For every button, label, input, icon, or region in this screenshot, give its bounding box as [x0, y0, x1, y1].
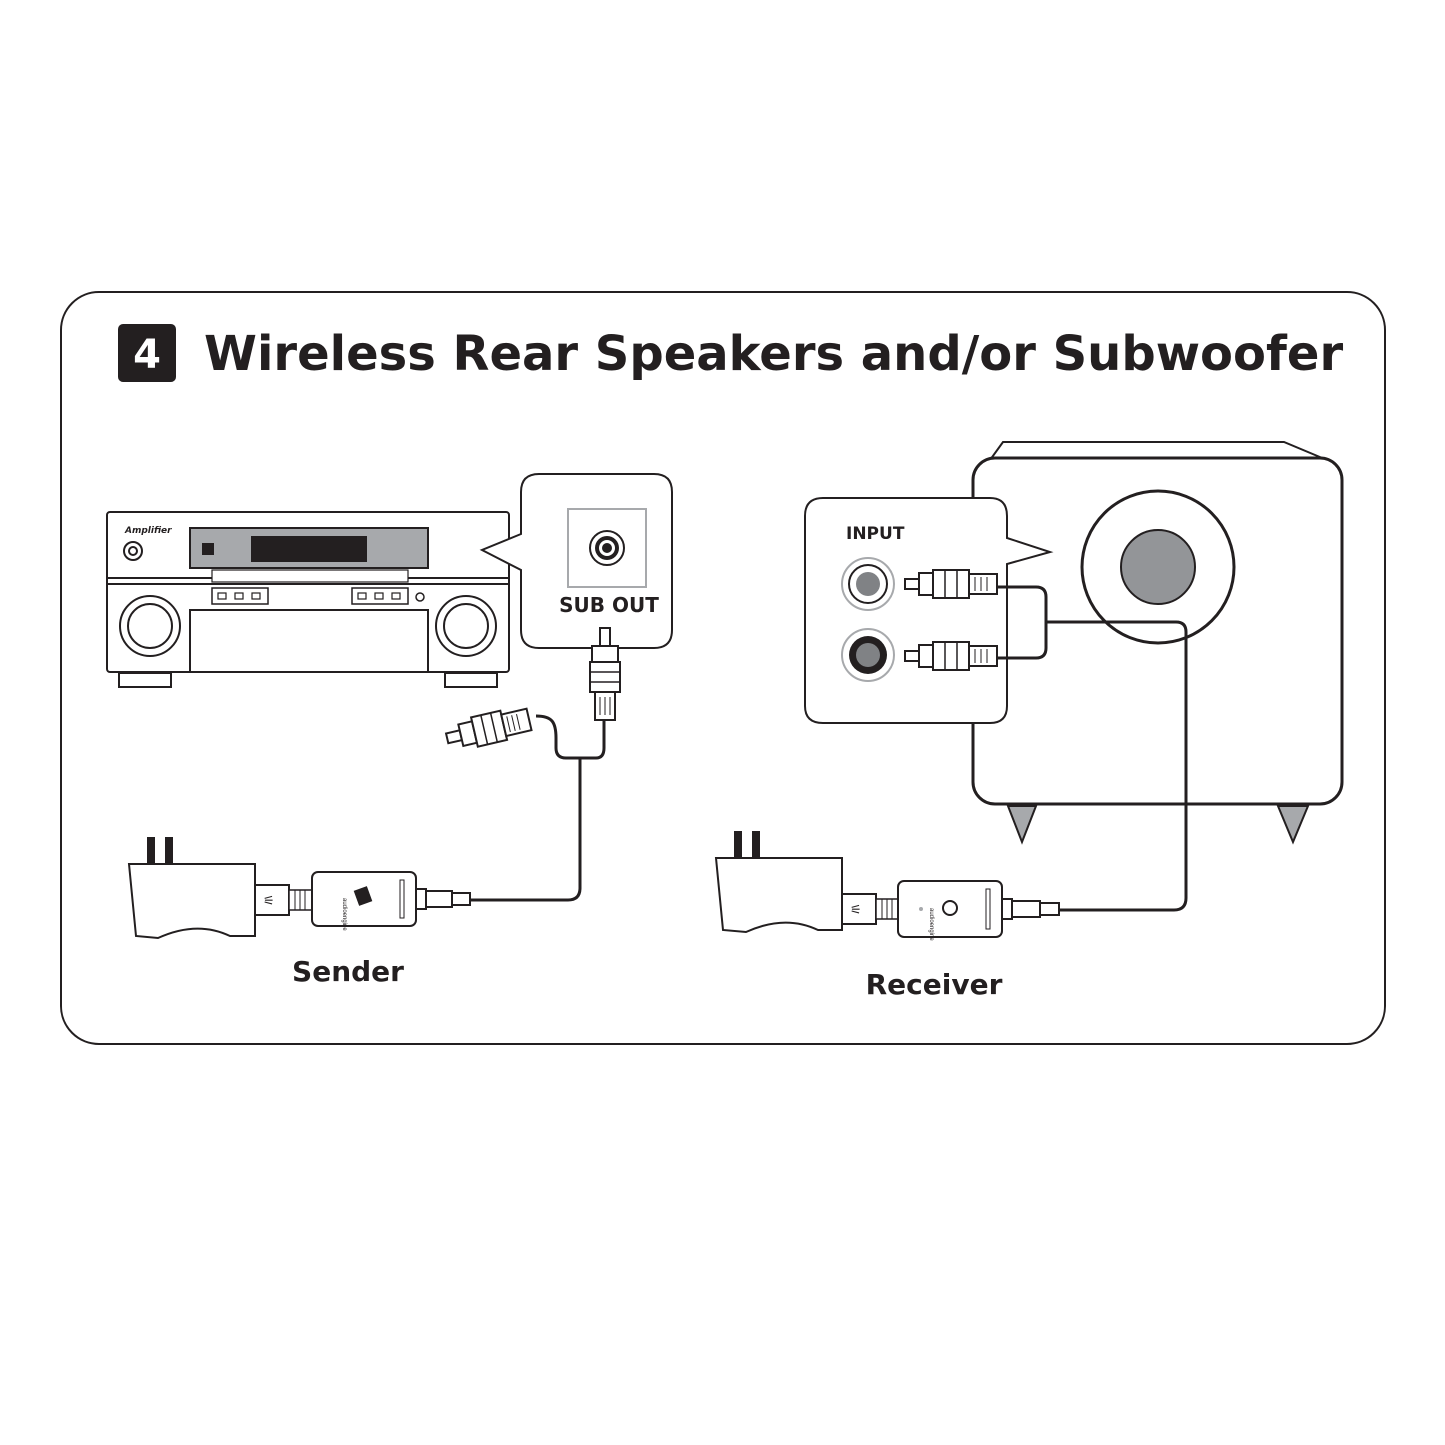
sender-caption: Sender	[292, 955, 404, 988]
volume-knob-right	[435, 595, 497, 657]
sub-out-label: SUB OUT	[559, 593, 659, 617]
sub-out-callout	[479, 473, 673, 649]
receiver-logo-icon: audioengine	[928, 900, 958, 941]
svg-text:audioengine: audioengine	[341, 898, 347, 931]
usb-icon: ⚟	[263, 893, 275, 908]
step-number: 4	[133, 332, 161, 378]
receiver-audio-cable	[997, 585, 1188, 912]
receiver-caption: Receiver	[866, 968, 1003, 1001]
amplifier-brand-label: Amplifier	[124, 526, 172, 536]
diagram-title: Wireless Rear Speakers and/or Subwoofer	[204, 326, 1343, 382]
sender-audio-cable	[470, 714, 606, 902]
rca-plug-vertical	[589, 627, 621, 721]
power-button-icon	[123, 541, 143, 561]
volume-knob-left	[119, 595, 181, 657]
diagram-frame	[60, 291, 1386, 1045]
rca-plug-loose	[444, 707, 533, 748]
input-jack-bottom	[841, 628, 895, 682]
sender-device	[311, 871, 471, 927]
subwoofer-dust-cap	[1120, 529, 1196, 605]
rca-plug-bottom	[904, 641, 998, 671]
svg-text:audioengine: audioengine	[928, 908, 934, 941]
step-badge: 4	[118, 324, 176, 382]
usb-icon: ⚟	[850, 902, 862, 917]
rca-plug-top	[904, 569, 998, 599]
amplifier-display	[251, 536, 367, 562]
subwoofer	[971, 441, 1344, 845]
receiver-power-adapter	[714, 831, 899, 934]
sender-logo-icon: audioengine	[341, 886, 373, 931]
sender-power-adapter	[127, 837, 313, 940]
input-jack-top	[841, 557, 895, 611]
sub-out-jack-icon	[589, 530, 625, 566]
input-label: INPUT	[846, 524, 905, 544]
receiver-device	[897, 880, 1060, 938]
amplifier	[106, 511, 510, 688]
